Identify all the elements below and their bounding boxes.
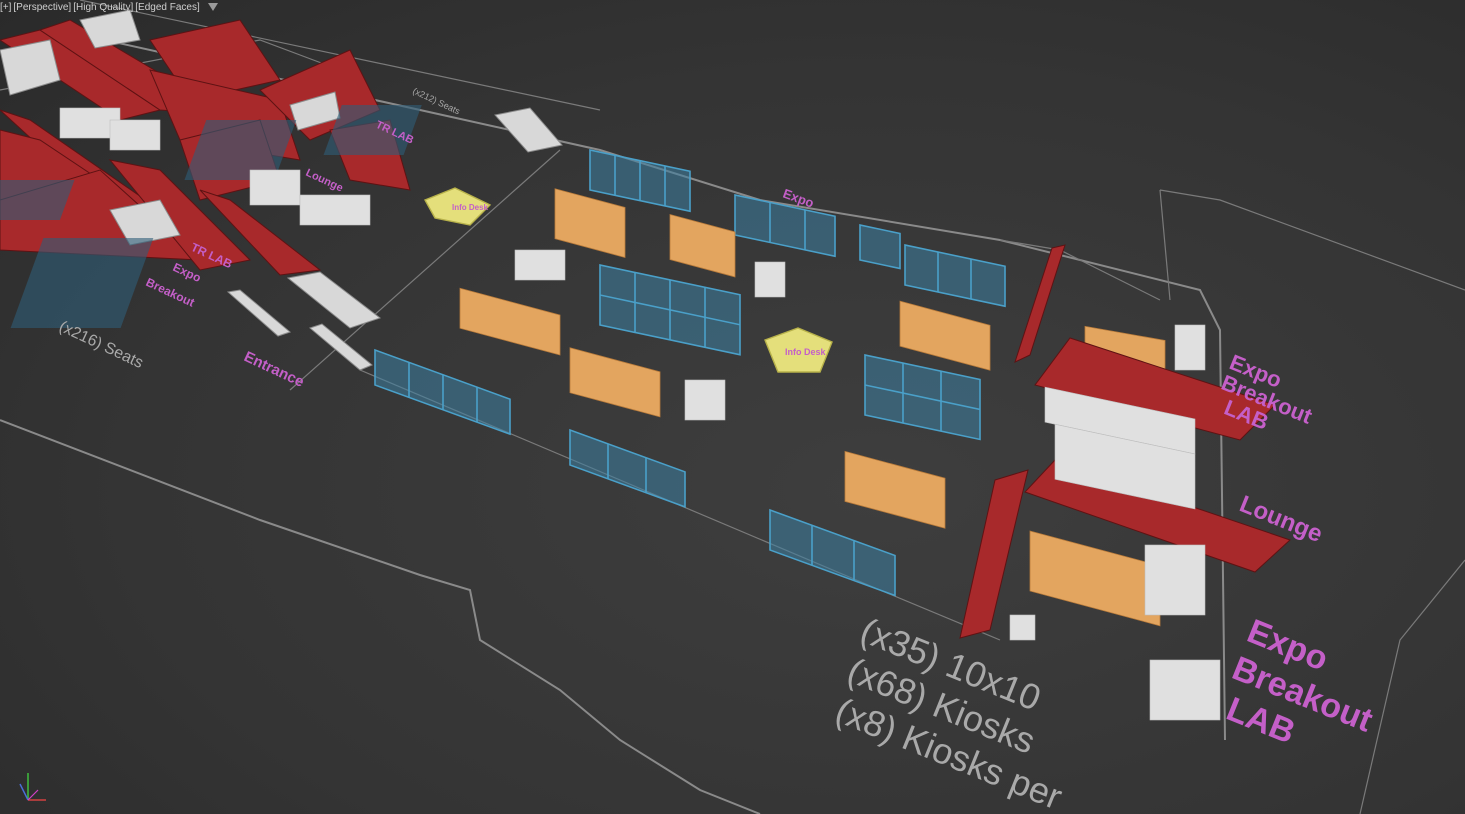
svg-text:Expo Breakout: Expo Breakout LAB	[1210, 349, 1330, 451]
svg-text:Lounge: Lounge	[304, 167, 345, 195]
kiosk-clusters	[459, 188, 1166, 627]
viewport-plus-menu[interactable]: [+]	[0, 1, 12, 13]
svg-text:Info Desk: Info Desk	[452, 203, 489, 212]
viewport-shading-menu[interactable]: [High Quality]	[73, 1, 134, 13]
booth-groups	[374, 149, 1006, 597]
axis-gizmo-icon	[19, 773, 46, 801]
filter-icon[interactable]	[207, 3, 218, 11]
viewport-label-menu[interactable]: [+] [Perspective] [High Quality] [Edged …	[0, 0, 218, 14]
viewport-view-menu[interactable]: [Perspective]	[13, 1, 72, 13]
walls-right	[959, 244, 1291, 639]
right-area-labels: Expo Breakout LAB Lounge Expo Breakout L…	[1210, 349, 1378, 751]
screen-blocks	[226, 107, 563, 371]
info-desk-center: Info Desk	[764, 327, 833, 373]
lounge-furniture-left	[59, 107, 786, 421]
info-desk-left: Info Desk	[424, 187, 492, 226]
lounge-furniture-right	[1009, 324, 1221, 721]
seat-grids-left	[0, 105, 422, 328]
svg-text:Entrance: Entrance	[241, 348, 306, 391]
viewport-edges-menu[interactable]: [Edged Faces]	[135, 1, 200, 13]
svg-text:Info Desk: Info Desk	[785, 347, 827, 357]
